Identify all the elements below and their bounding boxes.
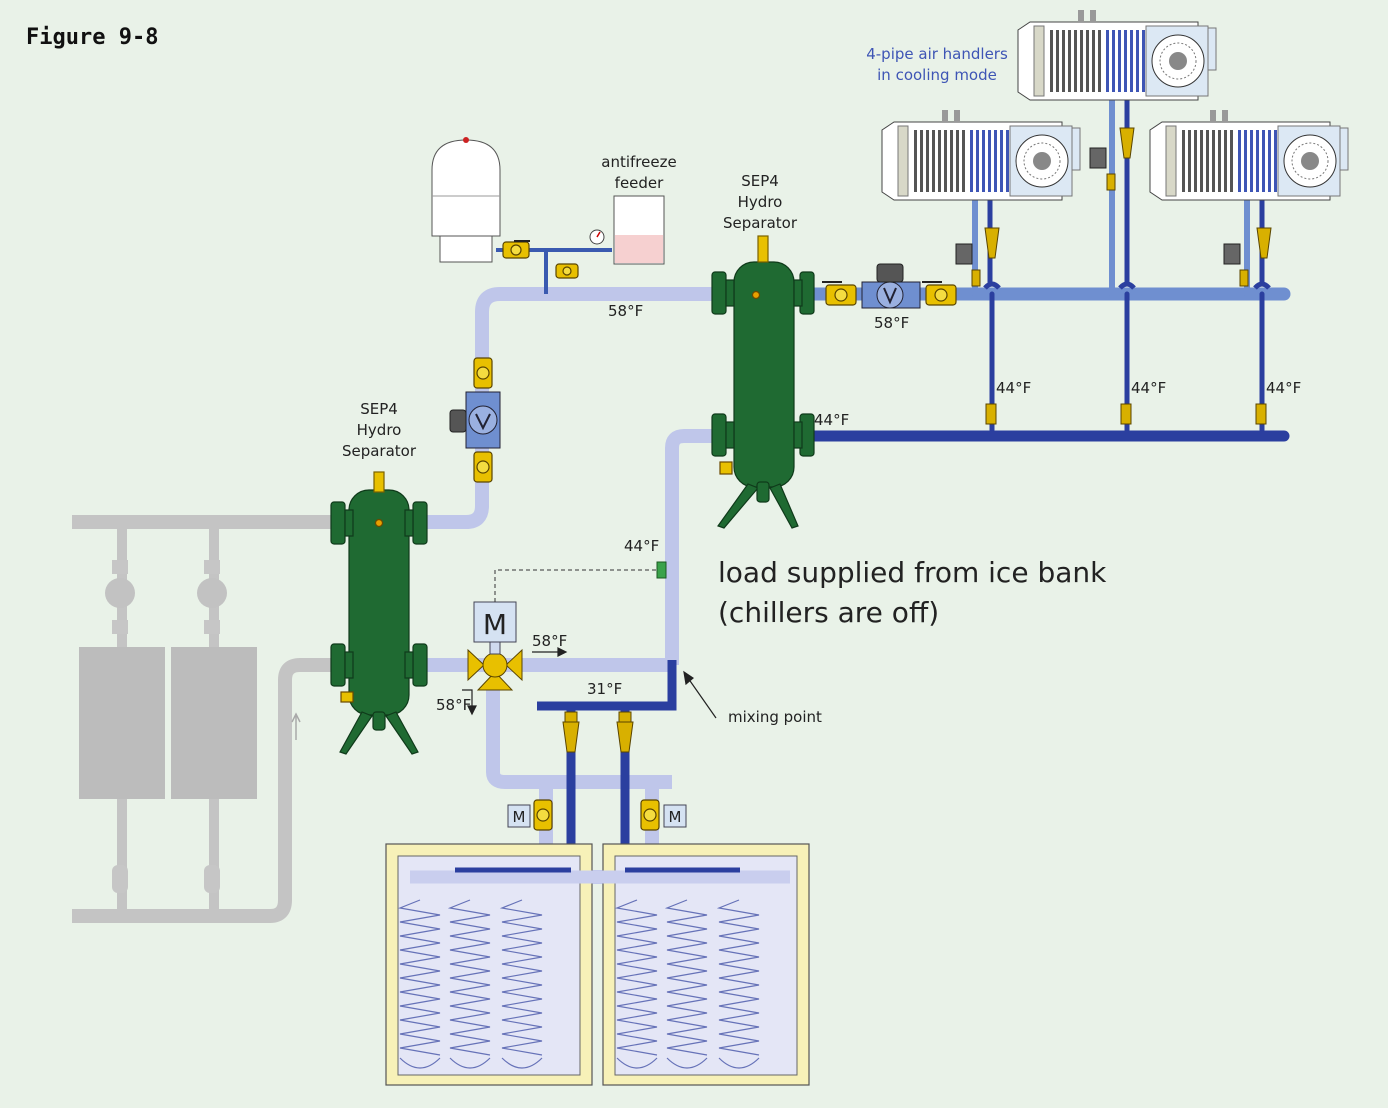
ahu-branch-valves	[955, 127, 1272, 425]
mixing-valve	[467, 601, 523, 691]
mixing-valve-motor-label: M	[483, 608, 507, 641]
ice-coil-return	[449, 1057, 491, 1069]
boiler-pump-2-icon	[197, 578, 227, 608]
antifreeze-feeder	[589, 195, 665, 265]
ball-valve-expansion	[502, 241, 530, 259]
ice-coil-return	[399, 1057, 441, 1069]
sep-left-label-3: Separator	[342, 442, 417, 460]
sep-left-label-1: SEP4	[360, 400, 398, 418]
temp-sensor: 44°F	[624, 537, 659, 555]
headline-line-2: (chillers are off)	[718, 596, 939, 629]
ice-coil-return	[718, 1057, 760, 1069]
ice-coil	[614, 899, 658, 1056]
expansion-tank	[431, 137, 501, 263]
hydro-separator-left	[330, 471, 428, 755]
headline-line-1: load supplied from ice bank	[718, 556, 1107, 589]
pipe-crossovers	[983, 281, 1271, 290]
mixing-valve-actuator	[473, 601, 517, 643]
sep-right-label-3: Separator	[723, 214, 798, 232]
ball-valve-feeder	[555, 263, 579, 279]
air-handler-left	[881, 110, 1081, 201]
ice-coil	[499, 899, 543, 1056]
air-handlers	[881, 10, 1349, 201]
ball-valves	[473, 241, 957, 831]
ice-coil-return	[501, 1057, 543, 1069]
boiler-1	[79, 647, 165, 799]
ball-valve-left-down	[473, 451, 493, 483]
balancing-valves-ice	[562, 711, 634, 753]
figure-label: Figure 9-8	[26, 25, 158, 50]
ice-coil-return	[666, 1057, 708, 1069]
sensor-wire	[494, 569, 660, 602]
air-handler-top	[1017, 10, 1217, 101]
mixing-point-label: mixing point	[728, 708, 822, 726]
sep-right-label-2: Hydro	[738, 193, 783, 211]
ice-coil	[664, 899, 708, 1056]
temp-valve-in: 58°F	[532, 632, 567, 650]
hydro-separator-right	[711, 235, 815, 529]
ice-coil-return	[616, 1057, 658, 1069]
air-handlers-label-1: 4-pipe air handlers	[866, 45, 1008, 63]
ice-coil	[397, 899, 441, 1056]
temp-branch-3: 44°F	[1266, 379, 1301, 397]
antifreeze-label-1: antifreeze	[601, 153, 676, 171]
ice-coil	[716, 899, 760, 1056]
temp-valve-down: 58°F	[436, 696, 471, 714]
air-handler-right	[1149, 110, 1349, 201]
ball-valve-tank-1	[533, 799, 553, 831]
temp-ice-out: 31°F	[587, 680, 622, 698]
boiler-2	[171, 647, 257, 799]
flow-arrows	[462, 647, 717, 719]
sep-right-label-1: SEP4	[741, 172, 779, 190]
temp-branch-2: 44°F	[1131, 379, 1166, 397]
circulator-primary	[449, 391, 501, 449]
temp-top-supply: 58°F	[608, 302, 643, 320]
ball-valve-sep-out-2	[925, 284, 957, 306]
tank-valve-actuator-1	[507, 804, 531, 828]
tank-valve-1-motor-label: M	[513, 808, 526, 826]
temp-return-separator: 44°F	[814, 411, 849, 429]
antifreeze-label-2: feeder	[615, 174, 664, 192]
temp-circulator: 58°F	[874, 314, 909, 332]
tank-valve-actuator-2	[663, 804, 687, 828]
ball-valve-sep-out-1	[825, 284, 857, 306]
tank-valve-2-motor-label: M	[669, 808, 682, 826]
sep-left-label-2: Hydro	[357, 421, 402, 439]
ice-bank-coils	[397, 899, 760, 1069]
circulator-load	[861, 263, 921, 309]
boiler-pump-1-icon	[105, 578, 135, 608]
air-handlers-label-2: in cooling mode	[877, 66, 997, 84]
temperature-sensor	[656, 561, 667, 579]
boiler-side-greyed	[72, 515, 345, 923]
temp-branch-1: 44°F	[996, 379, 1031, 397]
ice-coil	[447, 899, 491, 1056]
ball-valve-tank-2	[640, 799, 660, 831]
ball-valve-left-up	[473, 357, 493, 389]
